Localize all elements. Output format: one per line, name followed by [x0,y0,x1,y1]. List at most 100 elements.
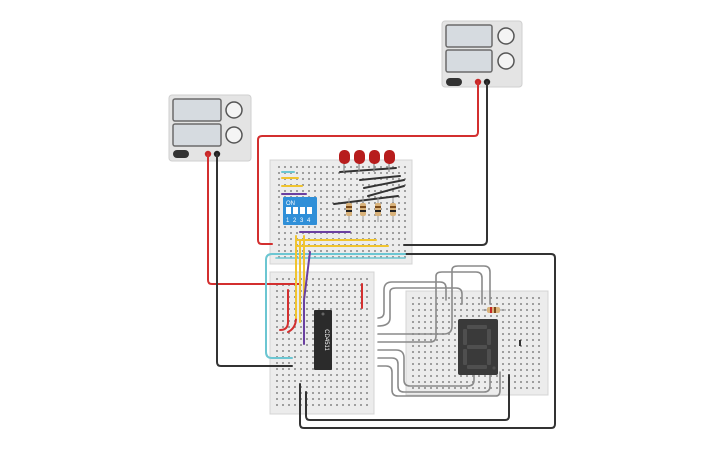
breadboard-hole [326,220,328,222]
breadboard-hole [374,190,376,192]
breadboard-hole [430,297,432,299]
breadboard-hole [526,321,528,323]
wire-gray-3 [377,265,491,335]
breadboard-hole [354,374,356,376]
breadboard-hole [538,345,540,347]
breadboard-hole [366,362,368,364]
power-supply-right[interactable] [441,20,523,88]
breadboard-hole [282,380,284,382]
breadboard-hole [348,332,350,334]
breadboard-hole [386,172,388,174]
breadboard-hole [532,345,534,347]
breadboard-hole [332,172,334,174]
breadboard-hole [354,368,356,370]
wire-gray-1 [377,281,447,319]
breadboard-hole [326,178,328,180]
dip-switch-pos-1: 1 [286,218,290,224]
breadboard-hole [502,333,504,335]
breadboard-hole [442,369,444,371]
wire-black-right-psu [403,81,488,246]
breadboard-hole [392,184,394,186]
breadboard-hole [348,314,350,316]
breadboard-hole [360,386,362,388]
breadboard-hole [330,404,332,406]
breadboard-hole [392,250,394,252]
breadboard-hole [380,220,382,222]
breadboard-hole [336,404,338,406]
breadboard-hole [374,172,376,174]
breadboard-hole [288,350,290,352]
breadboard-hole [344,256,346,258]
breadboard-hole [436,339,438,341]
breadboard-hole [362,232,364,234]
breadboard-hole [294,332,296,334]
breadboard-hole [538,375,540,377]
breadboard-hole [472,387,474,389]
decoder-ic[interactable]: CD4511 [314,310,332,370]
breadboard-hole [278,190,280,192]
breadboard-hole [276,302,278,304]
breadboard-hole [290,226,292,228]
breadboard-hole [278,250,280,252]
breadboard-hole [454,357,456,359]
breadboard-hole [538,315,540,317]
breadboard-hole [520,363,522,365]
breadboard-hole [356,250,358,252]
breadboard-hole [312,374,314,376]
breadboard-hole [354,398,356,400]
breadboard-hole [288,374,290,376]
breadboard-hole [314,184,316,186]
breadboard-hole [300,350,302,352]
breadboard-hole [366,296,368,298]
breadboard-hole [330,308,332,310]
breadboard-hole [460,315,462,317]
breadboard-hole [336,332,338,334]
breadboard-hole [366,320,368,322]
breadboard-hole [436,321,438,323]
breadboard-hole [278,166,280,168]
breadboard-hole [380,250,382,252]
dip-switch[interactable]: ON 1 2 3 4 [283,197,317,225]
wire-gray-4 [377,271,483,343]
breadboard-hole [332,178,334,180]
breadboard-hole [502,387,504,389]
breadboard-hole [344,196,346,198]
breadboard-hole [532,297,534,299]
breadboard-hole [330,290,332,292]
breadboard-hole [300,380,302,382]
breadboard-hole [454,327,456,329]
breadboard-hole [348,326,350,328]
power-supply-left[interactable] [168,94,252,162]
breadboard-hole [278,214,280,216]
breadboard-hole [354,302,356,304]
breadboard-hole [502,381,504,383]
breadboard-hole [306,308,308,310]
breadboard-hole [520,321,522,323]
breadboard-hole [348,386,350,388]
psu-right-voltage-knob [497,27,515,45]
breadboard-hole [362,184,364,186]
breadboard-hole [278,196,280,198]
led-row[interactable] [339,150,395,172]
breadboard-hole [344,178,346,180]
breadboard-hole [312,362,314,364]
breadboard-hole [532,303,534,305]
breadboard-hole [404,196,406,198]
breadboard-hole [424,369,426,371]
breadboard-hole [368,220,370,222]
breadboard-hole [398,208,400,210]
breadboard-hole [342,398,344,400]
breadboard-hole [284,244,286,246]
breadboard-hole [332,256,334,258]
seven-segment-display[interactable] [458,319,498,375]
breadboard-hole [314,178,316,180]
breadboard-hole [496,315,498,317]
breadboard-hole [306,302,308,304]
breadboard-hole [324,278,326,280]
breadboard-hole [350,190,352,192]
breadboard-hole [330,386,332,388]
breadboard-hole [354,290,356,292]
breadboard-hole [366,338,368,340]
breadboard-hole [436,303,438,305]
breadboard-hole [324,392,326,394]
